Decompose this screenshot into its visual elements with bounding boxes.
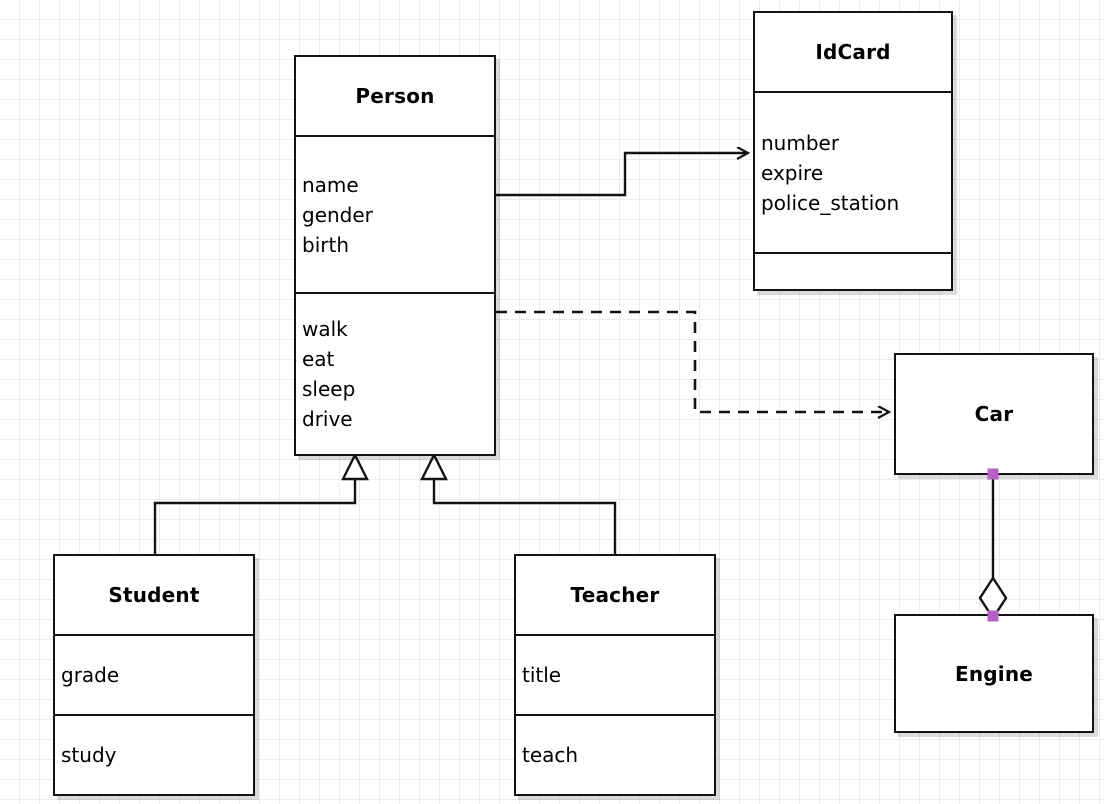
method: study bbox=[61, 743, 117, 767]
class-idcard-methods bbox=[755, 252, 951, 289]
attribute: grade bbox=[61, 663, 120, 687]
class-teacher-title: Teacher bbox=[570, 583, 660, 607]
attribute: name bbox=[302, 172, 359, 197]
class-teacher[interactable]: Teacher title teach bbox=[514, 554, 716, 796]
edge-student-person[interactable] bbox=[153, 452, 369, 554]
class-engine[interactable]: Engine bbox=[894, 614, 1094, 733]
edge-car-engine[interactable] bbox=[978, 473, 1008, 621]
edge-person-car[interactable] bbox=[496, 310, 889, 412]
class-student-attributes: grade bbox=[55, 634, 253, 714]
attribute: expire bbox=[761, 160, 824, 185]
attribute: title bbox=[522, 663, 562, 687]
class-idcard-title: IdCard bbox=[815, 40, 891, 64]
edge-person-idcard[interactable] bbox=[496, 153, 748, 197]
method: eat bbox=[302, 347, 335, 371]
method: walk bbox=[302, 317, 348, 341]
method: teach bbox=[522, 743, 579, 767]
method: drive bbox=[302, 407, 353, 431]
class-person[interactable]: Person name gender birth walk eat sleep … bbox=[294, 55, 496, 456]
class-teacher-attributes: title bbox=[516, 634, 714, 714]
edge-handle-car-end[interactable] bbox=[987, 468, 999, 480]
attribute: birth bbox=[302, 232, 349, 257]
class-student[interactable]: Student grade study bbox=[53, 554, 255, 796]
class-idcard[interactable]: IdCard number expire police_station bbox=[753, 11, 953, 291]
attribute: police_station bbox=[761, 190, 900, 215]
class-person-attributes: name gender birth bbox=[296, 135, 494, 292]
edge-handle-engine-end[interactable] bbox=[987, 610, 999, 622]
method: sleep bbox=[302, 377, 356, 401]
edge-teacher-person[interactable] bbox=[420, 452, 617, 554]
class-person-methods: walk eat sleep drive bbox=[296, 292, 494, 454]
class-person-title: Person bbox=[355, 84, 435, 108]
attribute: gender bbox=[302, 202, 373, 227]
class-car[interactable]: Car bbox=[894, 353, 1094, 475]
attribute: number bbox=[761, 130, 840, 155]
class-car-title: Car bbox=[974, 402, 1014, 426]
class-idcard-attributes: number expire police_station bbox=[755, 91, 951, 252]
class-student-title: Student bbox=[108, 583, 200, 607]
class-student-methods: study bbox=[55, 714, 253, 794]
class-engine-title: Engine bbox=[954, 661, 1034, 686]
class-teacher-methods: teach bbox=[516, 714, 714, 794]
